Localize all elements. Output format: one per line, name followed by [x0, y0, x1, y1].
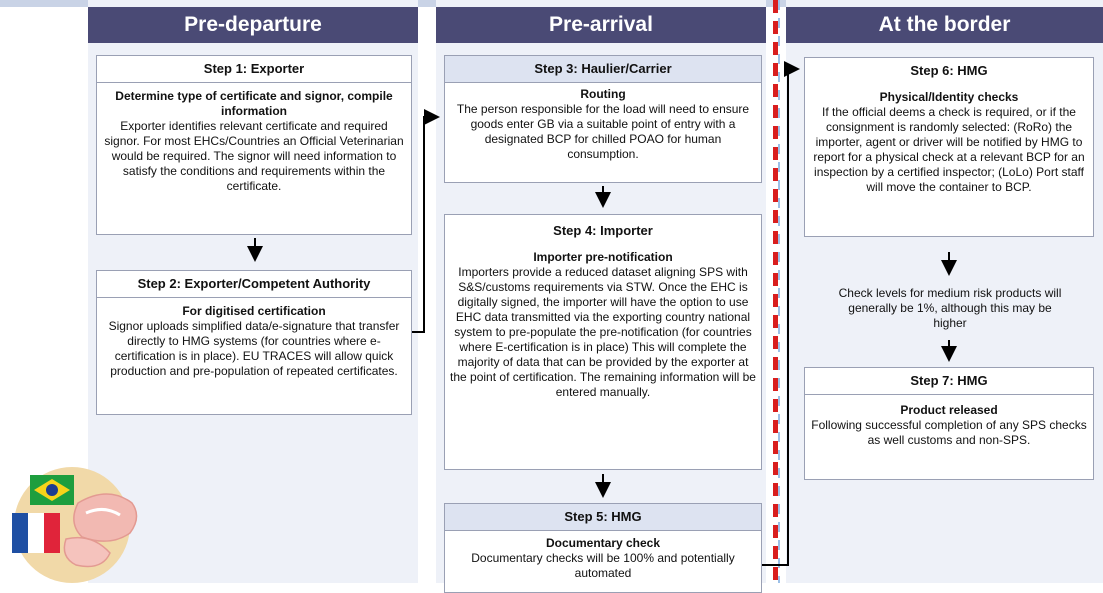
arrow-step5-step6: [762, 61, 800, 566]
step-2-title: Step 2: Exporter/Competent Authority: [97, 271, 411, 298]
check-levels-note: Check levels for medium risk products wi…: [838, 286, 1062, 330]
step-5-body: Documentary checks will be 100% and pote…: [471, 551, 735, 580]
step-7-content: Product released Following successful co…: [805, 395, 1093, 452]
step-5-title: Step 5: HMG: [445, 504, 761, 531]
step-5-content: Documentary check Documentary checks wil…: [445, 531, 761, 585]
border-line-shadow: [778, 0, 780, 583]
header-at-border: At the border: [786, 7, 1103, 43]
step-4-title: Step 4: Importer: [553, 223, 653, 238]
step-4-box: Step 4: Importer Importer pre-notificati…: [444, 214, 762, 470]
step-7-box: Step 7: HMG Product released Following s…: [804, 367, 1094, 480]
step-3-title: Step 3: Haulier/Carrier: [445, 56, 761, 83]
step-6-subtitle: Physical/Identity checks: [879, 90, 1019, 104]
step-2-body: Signor uploads simplified data/e-signatu…: [108, 319, 400, 378]
step-7-subtitle: Product released: [900, 403, 998, 417]
arrow-step2-step3: [412, 109, 440, 333]
step-2-box: Step 2: Exporter/Competent Authority For…: [96, 270, 412, 415]
step-3-body: The person responsible for the load will…: [456, 102, 750, 161]
header-pre-departure: Pre-departure: [88, 7, 418, 43]
step-2-content: For digitised certification Signor uploa…: [97, 298, 411, 383]
step-1-content: Determine type of certificate and signor…: [97, 83, 411, 198]
step-1-title: Step 1: Exporter: [97, 56, 411, 83]
step-6-box: Step 6: HMG Physical/Identity checks If …: [804, 57, 1094, 237]
border-line: [773, 0, 778, 583]
step-4-body: Importers provide a reduced dataset alig…: [450, 265, 756, 399]
brazil-france-flags-icon: [12, 467, 138, 583]
step-6-title: Step 6: HMG: [910, 63, 988, 78]
step-7-title: Step 7: HMG: [805, 368, 1093, 395]
step-3-content: Routing The person responsible for the l…: [445, 83, 761, 166]
step-6-body: If the official deems a check is require…: [813, 105, 1085, 194]
step-3-subtitle: Routing: [580, 87, 626, 101]
step-4-content: Importer pre-notification Importers prov…: [445, 238, 761, 404]
meat-icon: [73, 493, 138, 542]
step-3-box: Step 3: Haulier/Carrier Routing The pers…: [444, 55, 762, 183]
step-5-box: Step 5: HMG Documentary check Documentar…: [444, 503, 762, 593]
step-2-subtitle: For digitised certification: [182, 304, 326, 318]
step-1-box: Step 1: Exporter Determine type of certi…: [96, 55, 412, 235]
step-5-subtitle: Documentary check: [545, 536, 661, 550]
step-4-subtitle: Importer pre-notification: [533, 250, 673, 264]
step-7-body: Following successful completion of any S…: [811, 418, 1087, 447]
step-1-subtitle: Determine type of certificate and signor…: [115, 89, 393, 118]
step-6-content: Physical/Identity checks If the official…: [805, 78, 1093, 199]
step-1-body: Exporter identifies relevant certificate…: [104, 119, 404, 193]
header-pre-arrival: Pre-arrival: [436, 7, 766, 43]
